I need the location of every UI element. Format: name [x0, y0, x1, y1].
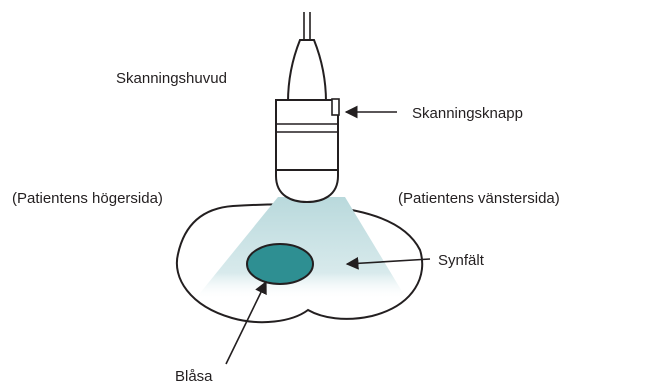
bladder-shape: [247, 244, 313, 284]
scan-button-shape: [332, 99, 339, 115]
bladder-label: Blåsa: [175, 368, 213, 385]
patient-right-side-label: (Patientens högersida): [12, 190, 163, 207]
field-of-view-label: Synfält: [438, 252, 485, 269]
scan-head-label: Skanningshuvud: [116, 70, 227, 87]
probe-cable: [304, 12, 310, 40]
scan-button-label: Skanningsknapp: [412, 105, 523, 122]
probe-body: [276, 100, 338, 170]
patient-left-side-label: (Patientens vänstersida): [398, 190, 560, 207]
probe-handle: [288, 40, 326, 102]
probe-head: [276, 170, 338, 202]
